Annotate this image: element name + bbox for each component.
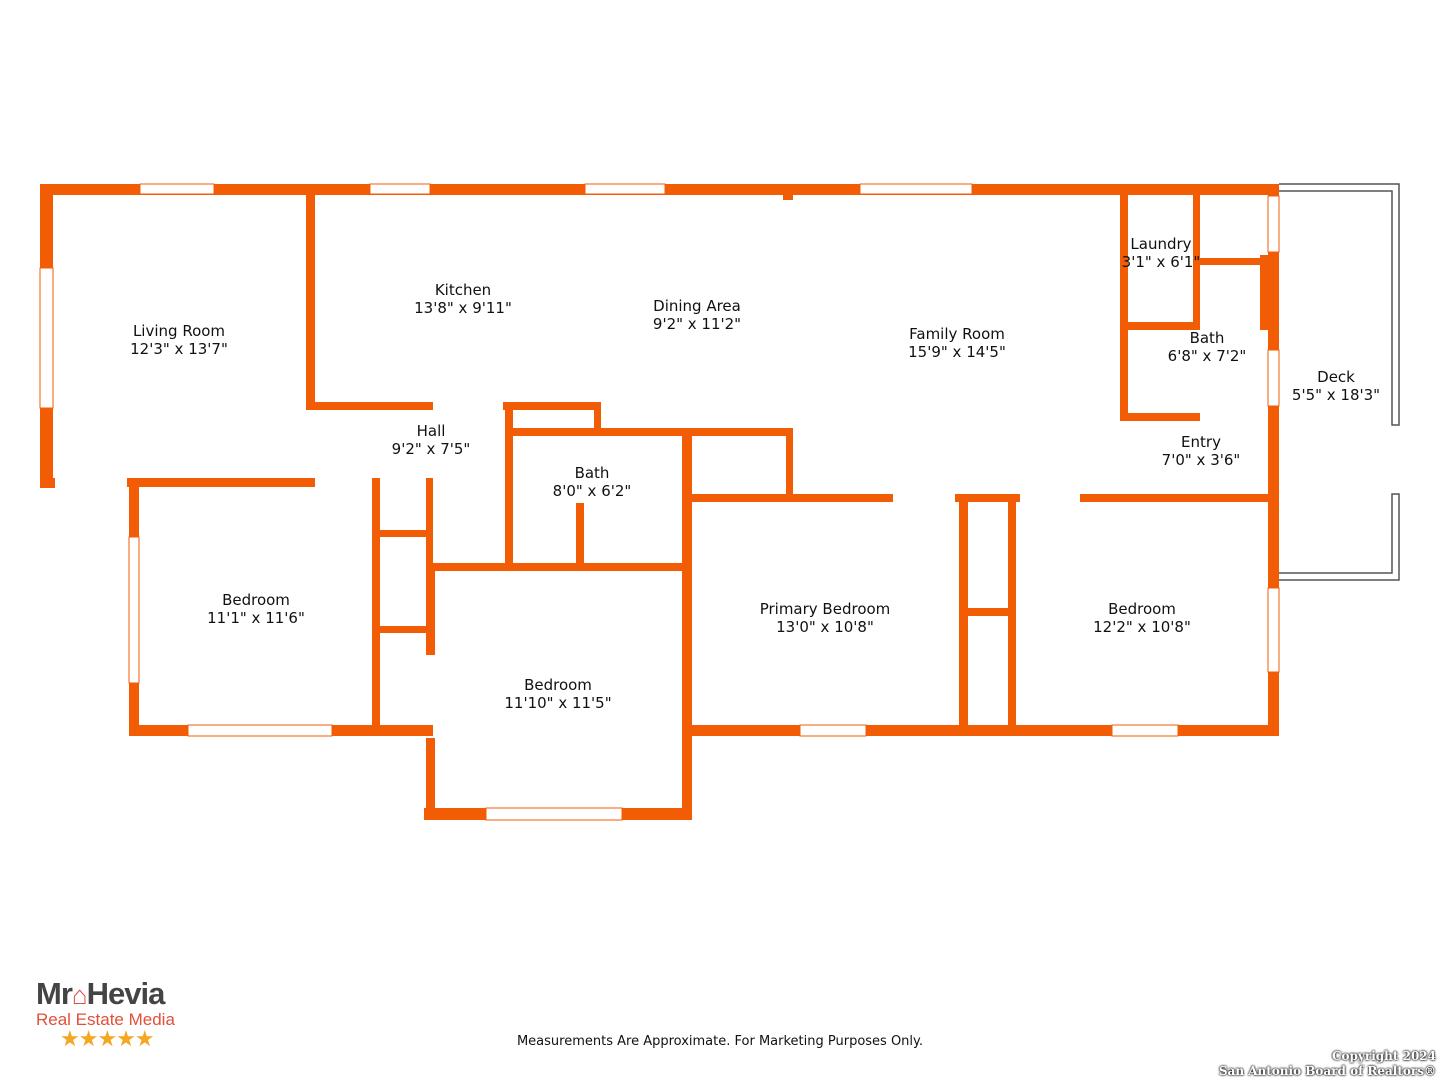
copyright-line2: San Antonio Board of Realtors® xyxy=(1218,1064,1436,1078)
svg-text:3'1" x 6'1": 3'1" x 6'1" xyxy=(1122,253,1201,271)
svg-text:8'0" x 6'2": 8'0" x 6'2" xyxy=(553,482,632,500)
svg-text:12'2" x 10'8": 12'2" x 10'8" xyxy=(1093,618,1191,636)
svg-text:Bedroom: Bedroom xyxy=(524,676,592,694)
svg-text:Laundry: Laundry xyxy=(1130,235,1191,253)
svg-text:Hall: Hall xyxy=(417,422,446,440)
windows xyxy=(39,183,1280,821)
disclaimer: Measurements Are Approximate. For Market… xyxy=(516,1034,924,1049)
svg-text:Living Room: Living Room xyxy=(133,322,225,340)
svg-text:Kitchen: Kitchen xyxy=(435,281,491,299)
svg-text:12'3" x 13'7": 12'3" x 13'7" xyxy=(130,340,228,358)
svg-text:9'2" x 7'5": 9'2" x 7'5" xyxy=(392,440,471,458)
svg-text:11'1" x 11'6": 11'1" x 11'6" xyxy=(207,609,305,627)
svg-text:Family Room: Family Room xyxy=(909,325,1005,343)
svg-text:13'0" x 10'8": 13'0" x 10'8" xyxy=(776,618,874,636)
svg-text:Dining Area: Dining Area xyxy=(653,297,741,315)
svg-text:15'9" x 14'5": 15'9" x 14'5" xyxy=(908,343,1006,361)
svg-text:Bedroom: Bedroom xyxy=(1108,600,1176,618)
svg-text:Bath: Bath xyxy=(575,464,610,482)
svg-text:Bath: Bath xyxy=(1190,329,1225,347)
svg-text:Entry: Entry xyxy=(1181,433,1221,451)
svg-text:5'5" x 18'3": 5'5" x 18'3" xyxy=(1292,386,1380,404)
svg-text:7'0" x 3'6": 7'0" x 3'6" xyxy=(1162,451,1241,469)
svg-text:6'8" x 7'2": 6'8" x 7'2" xyxy=(1168,347,1247,365)
svg-text:11'10" x 11'5": 11'10" x 11'5" xyxy=(504,694,611,712)
copyright-line1: Copyright 2024 xyxy=(1331,1049,1436,1063)
svg-text:13'8" x 9'11": 13'8" x 9'11" xyxy=(414,299,512,317)
svg-text:Deck: Deck xyxy=(1317,368,1355,386)
svg-text:9'2" x 11'2": 9'2" x 11'2" xyxy=(653,315,741,333)
company-logo: Mr⌂Hevia Real Estate Media ★★★★★ xyxy=(36,964,196,1051)
svg-text:Primary Bedroom: Primary Bedroom xyxy=(760,600,891,618)
svg-text:Bedroom: Bedroom xyxy=(222,591,290,609)
deck-outline xyxy=(1279,183,1400,581)
star-rating-icon: ★★★★★ xyxy=(60,1027,155,1052)
